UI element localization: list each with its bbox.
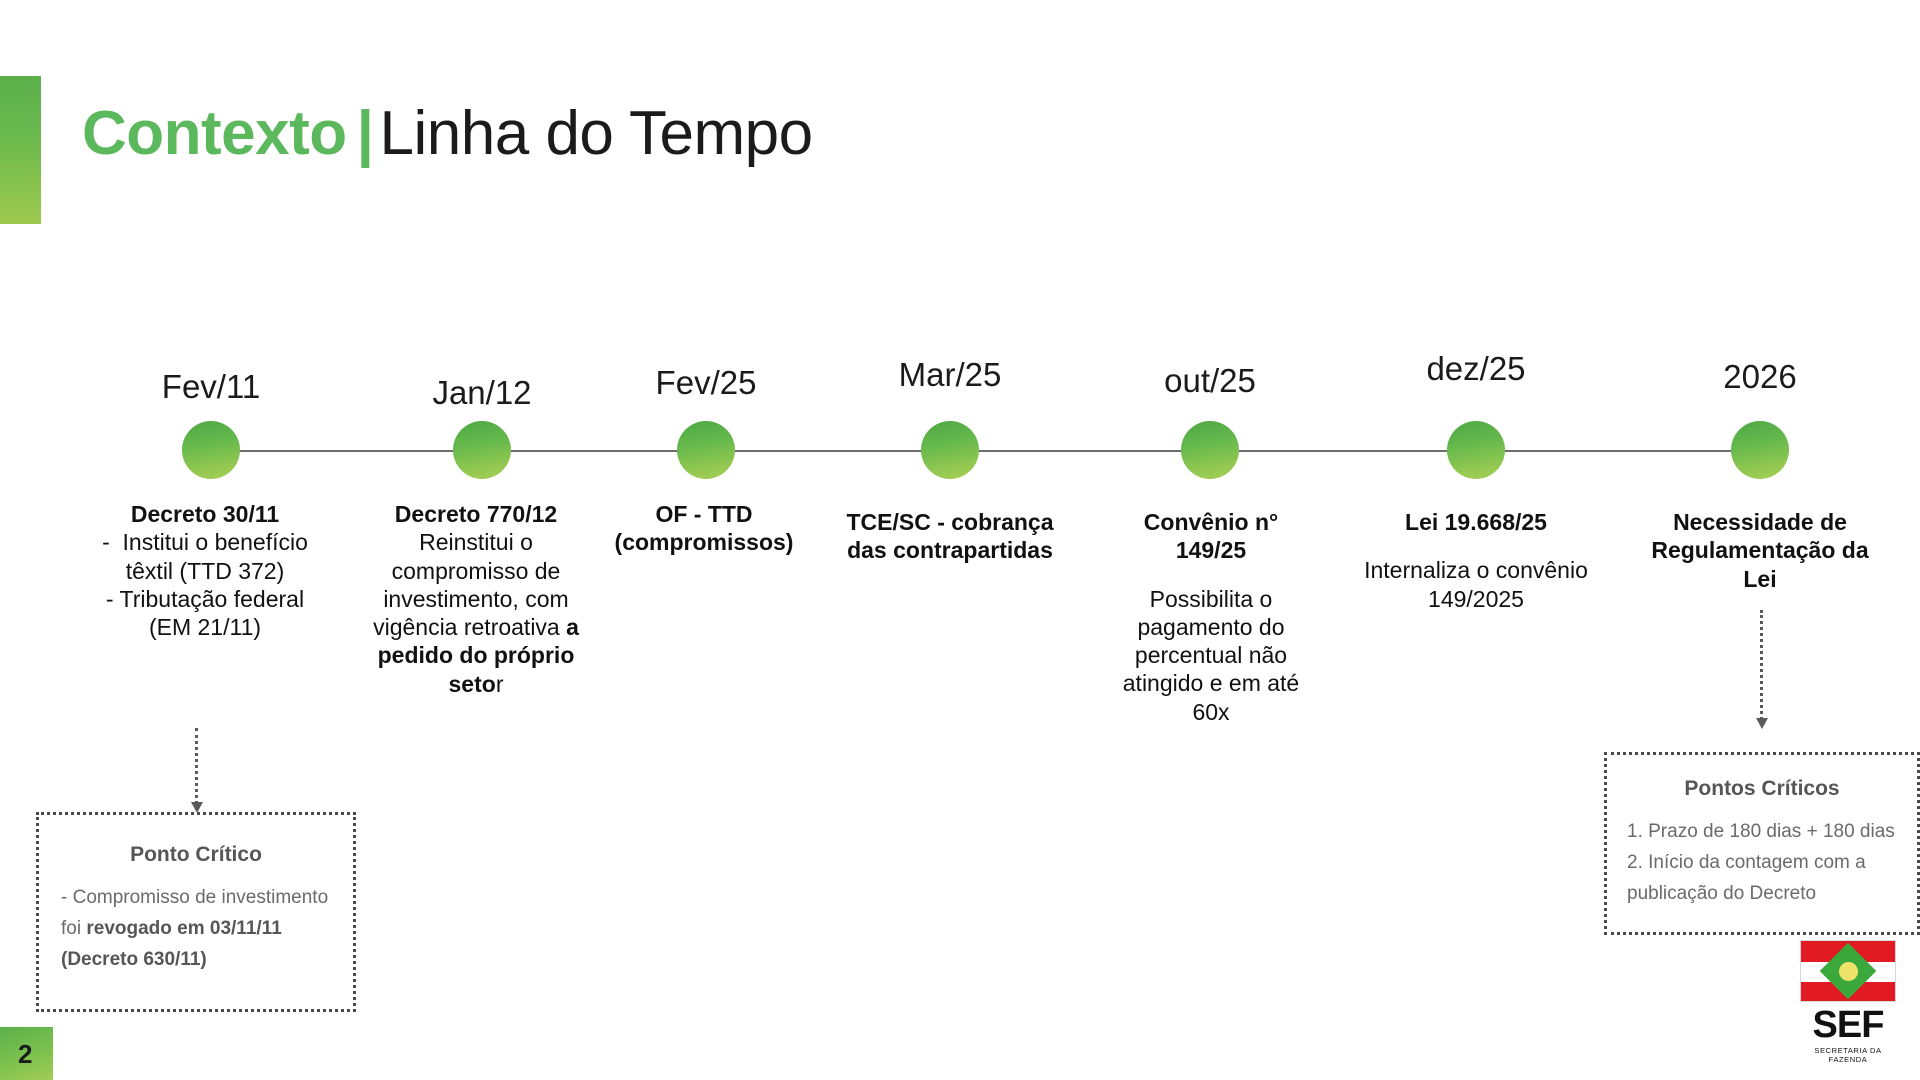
timeline-entry-3: TCE/SC - cobrança das contrapartidas — [840, 508, 1060, 565]
timeline-node-6[interactable] — [1731, 421, 1789, 479]
timeline-node-5[interactable] — [1447, 421, 1505, 479]
flag-coat-of-arms-icon — [1839, 962, 1858, 981]
timeline-entry-heading-3: TCE/SC - cobrança das contrapartidas — [846, 509, 1054, 564]
callout-right-title: Pontos Críticos — [1684, 777, 1840, 800]
timeline-node-3[interactable] — [921, 421, 979, 479]
timeline-entry-4: Convênio n° 149/25 Possibilita o pagamen… — [1109, 508, 1314, 726]
sef-wordmark: SEF — [1812, 1004, 1885, 1046]
timeline-node-1[interactable] — [453, 421, 511, 479]
page-number-badge: 2 — [0, 1027, 53, 1080]
timeline-entry-body-5: Internaliza o convênio 149/2025 — [1364, 557, 1588, 612]
timeline-entry-heading-5: Lei 19.668/25 — [1405, 509, 1547, 535]
callout-arrow-left-head — [190, 802, 203, 813]
santa-catarina-flag-icon — [1800, 940, 1896, 1002]
page-title-strong: Contexto — [82, 99, 347, 168]
sef-logo: SEF SECRETARIA DA FAZENDA — [1800, 940, 1896, 1064]
callout-right-line-2: 2. Início da contagem com a publicação d… — [1627, 851, 1866, 904]
page-title-separator: | — [356, 99, 374, 168]
timeline-date-2: Fev/25 — [655, 364, 757, 401]
title-accent-bar — [0, 76, 41, 224]
timeline-entry-heading-1: Decreto 770/12 — [394, 501, 558, 527]
timeline-entry-body-0: - Institui o benefício têxtil (TTD 372)-… — [102, 529, 308, 641]
callout-arrow-right-head — [1755, 718, 1768, 729]
page-number-value: 2 — [18, 1039, 33, 1069]
timeline-node-2[interactable] — [677, 421, 735, 479]
timeline-entry-body-1: Reinstitui o compromisso de investimento… — [373, 529, 579, 697]
timeline-date-6: 2026 — [1723, 358, 1797, 395]
timeline-entry-heading-4: Convênio n° 149/25 — [1143, 509, 1279, 564]
timeline-entry-heading-6: Necessidade de Regulamentação da Lei — [1651, 509, 1869, 592]
callout-left-title: Ponto Crítico — [130, 843, 262, 866]
timeline-node-0[interactable] — [182, 421, 240, 479]
page-title-rest: Linha do Tempo — [379, 99, 814, 168]
timeline-date-1: Jan/12 — [432, 374, 532, 411]
timeline-date-4: out/25 — [1164, 362, 1256, 399]
callout-arrow-right — [1755, 610, 1768, 729]
sef-subtitle: SECRETARIA DA FAZENDA — [1814, 1046, 1882, 1064]
callout-pontos-criticos: Pontos Críticos 1. Prazo de 180 dias + 1… — [1604, 752, 1920, 935]
callout-arrow-left-stem — [195, 728, 198, 804]
callout-ponto-critico: Ponto Crítico - Compromisso de investime… — [36, 812, 356, 1012]
timeline-entry-heading-0: Decreto 30/11 — [130, 501, 280, 527]
timeline-entry-5: Lei 19.668/25 Internaliza o convênio 149… — [1356, 508, 1596, 613]
page-title: Contexto|Linha do Tempo — [82, 99, 814, 168]
timeline-entry-2: OF - TTD (compromissos) — [584, 500, 824, 557]
timeline-node-4[interactable] — [1181, 421, 1239, 479]
callout-arrow-left — [190, 728, 203, 813]
timeline-entry-heading-2: OF - TTD (compromissos) — [614, 501, 794, 556]
timeline-date-0: Fev/11 — [161, 368, 261, 405]
timeline-entry-spacer-5 — [1356, 536, 1596, 556]
timeline-entry-spacer-4 — [1109, 565, 1314, 585]
callout-arrow-right-stem — [1760, 610, 1763, 720]
timeline-entry-6: Necessidade de Regulamentação da Lei — [1645, 508, 1875, 593]
callout-right-line-1: 1. Prazo de 180 dias + 180 dias — [1627, 821, 1895, 842]
timeline-date-5: dez/25 — [1426, 350, 1526, 387]
timeline-entry-0: Decreto 30/11 - Institui o benefício têx… — [90, 500, 320, 641]
timeline-axis — [205, 450, 1765, 452]
callout-left-body: - Compromisso de investimento foi revoga… — [61, 887, 329, 970]
timeline-entry-1: Decreto 770/12 Reinstitui o compromisso … — [369, 500, 584, 698]
timeline-entry-body-4: Possibilita o pagamento do percentual nã… — [1122, 585, 1300, 725]
timeline-date-3: Mar/25 — [898, 356, 1002, 393]
